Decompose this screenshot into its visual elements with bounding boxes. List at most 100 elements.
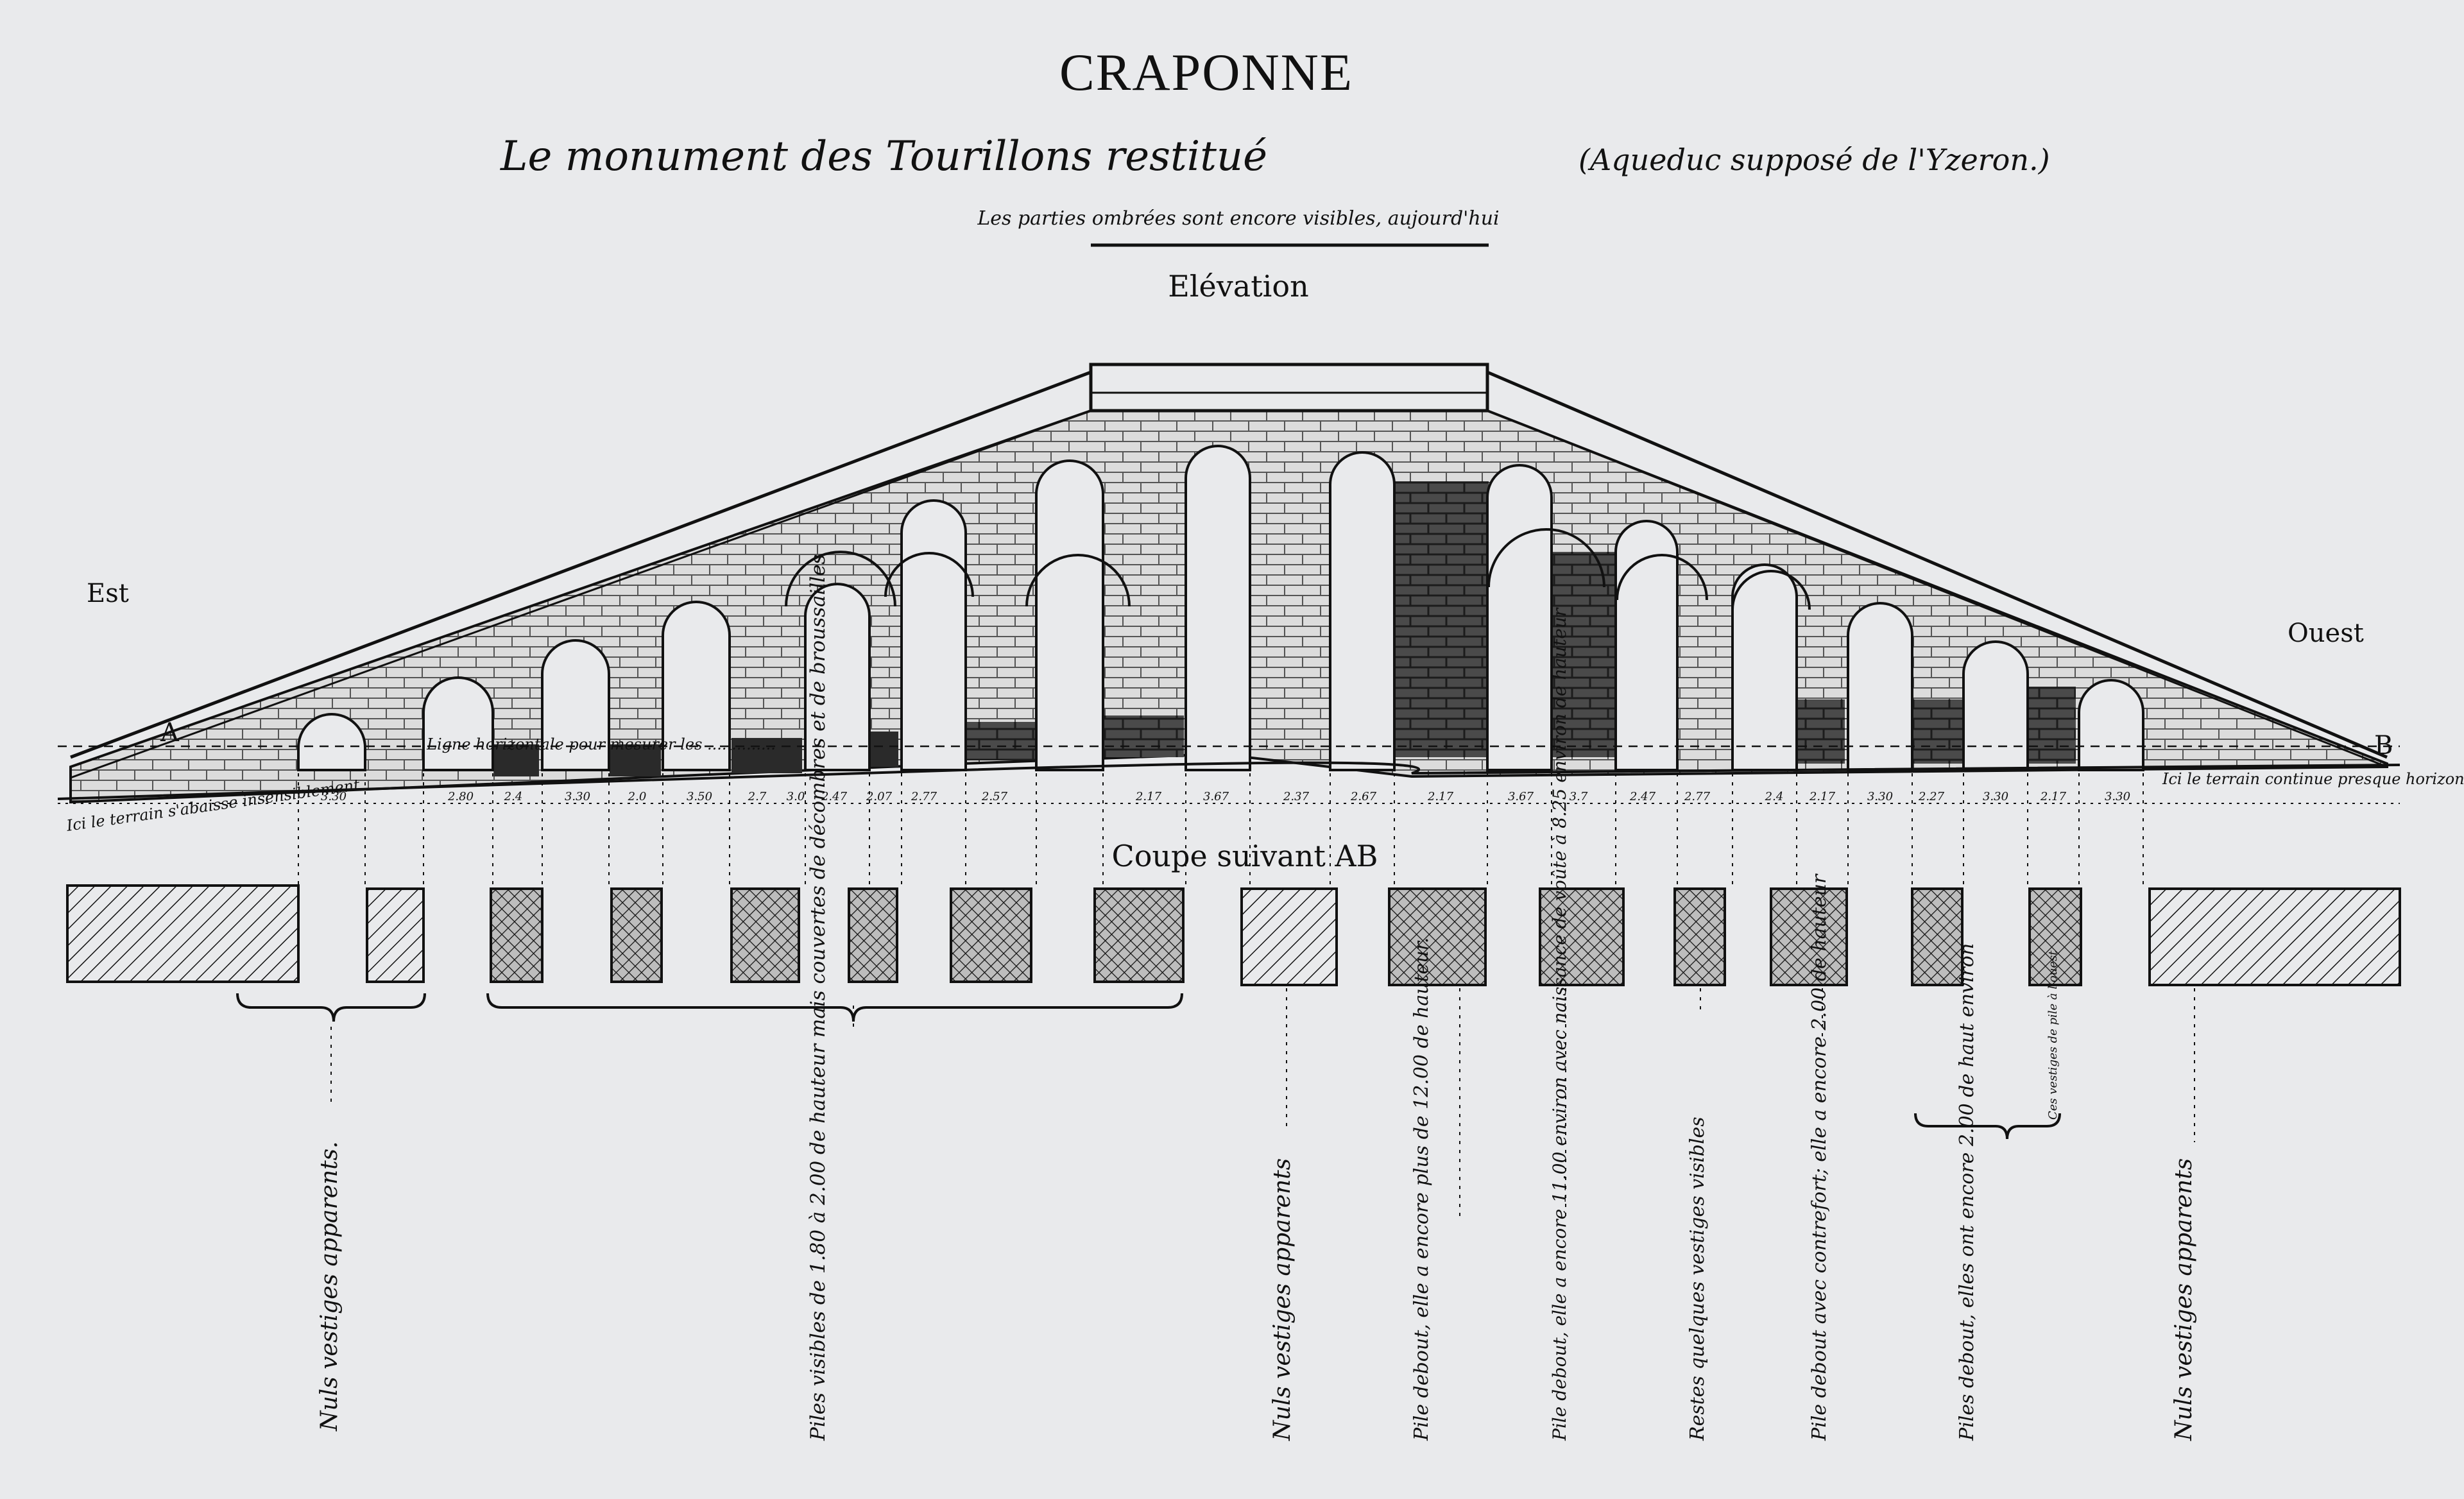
annotation-text: Nuls vestiges apparents (1269, 1158, 1296, 1441)
page-title: CRAPONNE (1059, 43, 1353, 101)
brace-middle (486, 993, 1183, 1022)
annotation-text: Piles debout, elles ont encore 2.00 de h… (1956, 943, 1978, 1441)
surviving-pier-shade (1543, 552, 1620, 757)
dimension-label: 2.17 (2040, 790, 2067, 803)
arch-openings (297, 445, 2144, 771)
dimension-label: 3.0 (787, 790, 805, 803)
dimension-label: 2.47 (821, 790, 848, 803)
ground-note-right: Ici le terrain continue presque horizont… (2162, 770, 2464, 788)
annotation-text: Pile debout, elle a encore 11.00 environ… (1549, 607, 1570, 1441)
dimension-label: 3.30 (1867, 790, 1893, 803)
arch-ring (1487, 528, 1605, 588)
dimension-labels: 3.30 2.80 2.4 3.30 2.0 3.50 2.7 3.0 2.47 2.07 2.77… (321, 790, 2130, 803)
section-pier (610, 887, 663, 983)
section-end-block (2148, 887, 2401, 986)
section-pier (1388, 887, 1487, 986)
annotation-text: Pile debout avec contrefort; elle a enco… (1808, 873, 1831, 1441)
east-label: Est (87, 579, 129, 608)
dimension-label: 3.67 (1508, 790, 1534, 803)
surviving-pier-shade (1392, 481, 1489, 757)
section-pier (2028, 887, 2082, 986)
arch-opening (1035, 459, 1104, 771)
dimension-label: 2.0 (628, 790, 647, 803)
arch-ring (1025, 554, 1131, 607)
shading-note: Les parties ombrées sont encore visibles… (977, 207, 1499, 230)
annotations: Nuls vestiges apparents. Piles visibles … (316, 554, 2197, 1441)
coping-line-left (70, 370, 1091, 759)
dimension-label: 2.17 (1809, 790, 1836, 803)
dimension-label: 3.50 (687, 790, 712, 803)
arch-opening (541, 639, 610, 771)
section-pier (1093, 887, 1185, 983)
arch-opening (1185, 445, 1251, 771)
dimension-label: 2.67 (1350, 790, 1377, 803)
horizontal-line-note: Ligne horizontale pour mesurer les .....… (426, 735, 776, 753)
arch-ring (1616, 554, 1708, 601)
surviving-base-shade (494, 744, 539, 776)
brace-left (236, 993, 426, 1022)
dimension-label: 2.7 (748, 790, 767, 803)
dimension-label: 3.30 (1983, 790, 2008, 803)
dimension-label: 2.80 (447, 790, 474, 803)
section-view: Coupe suivant AB (66, 773, 2401, 1219)
dimension-label: 3.30 (321, 790, 346, 803)
section-label: Coupe suivant AB (1112, 839, 1378, 873)
dimension-label: 2.07 (866, 790, 893, 803)
annotation-text: Restes quelques vestiges visibles (1686, 1117, 1709, 1441)
dimension-label: 2.47 (1629, 790, 1656, 803)
section-pier (1539, 887, 1625, 986)
arch-opening (2078, 679, 2144, 771)
section-pier (1240, 887, 1338, 986)
coping-inner-left (70, 409, 1091, 779)
annotation-text: Nuls vestiges apparents. (316, 1141, 343, 1432)
subtitle: Le monument des Tourillons restitué (500, 133, 1267, 180)
elevation-label: Elévation (1168, 269, 1308, 304)
surviving-base-shade (1097, 715, 1184, 757)
elevation-view: Est Ouest A B Ligne horizontale pour mes… (57, 363, 2464, 835)
arch-opening (900, 499, 967, 771)
ground-profile (57, 761, 2400, 800)
dimension-label: 2.17 (1135, 790, 1162, 803)
dimension-label: 3.30 (2105, 790, 2130, 803)
arch-opening (662, 601, 731, 771)
section-pier (1770, 887, 1848, 986)
arch-rings (785, 528, 1811, 610)
dimension-label: 2.37 (1283, 790, 1310, 803)
dimension-label: 2.77 (911, 790, 937, 803)
top-slab (1089, 363, 1489, 413)
arch-ring (1731, 570, 1811, 610)
section-pier (950, 887, 1032, 983)
arch-ring (884, 552, 974, 597)
dimension-label: 3.7 (1570, 790, 1588, 803)
arch-opening (422, 676, 494, 771)
annotation-text: Pile debout, elle a encore plus de 12.00… (1410, 938, 1433, 1441)
surviving-base-shade (2028, 687, 2076, 764)
section-pier (848, 887, 898, 983)
dimension-label: 2.77 (1684, 790, 1711, 803)
section-pier (366, 887, 425, 983)
arch-opening (1329, 451, 1396, 771)
point-a-label: A (160, 718, 180, 748)
annotation-text: Ces vestiges de pile à l'ouest (2046, 950, 2060, 1120)
arch-opening (1486, 464, 1553, 771)
dimension-label: 2.57 (981, 790, 1008, 803)
section-pier (730, 887, 800, 983)
coping-inner-right (1487, 409, 2388, 768)
section-end-block (66, 884, 300, 983)
arch-opening (804, 583, 871, 771)
annotation-text: Nuls vestiges apparents (2171, 1158, 2197, 1441)
coping-line-right (1487, 370, 2388, 759)
west-label: Ouest (2288, 619, 2364, 648)
leader-lines (298, 773, 2195, 1219)
annotation-text: Piles visibles de 1.80 à 2.00 de hauteur… (807, 554, 830, 1441)
brace-right (1914, 1113, 2061, 1140)
arch-opening (1731, 563, 1798, 771)
dimension-label: 2.4 (504, 790, 523, 803)
dimension-label: 2.27 (1918, 790, 1945, 803)
dimension-label: 3.30 (565, 790, 590, 803)
arch-opening (1962, 640, 2029, 771)
point-b-label: B (2374, 731, 2393, 760)
surviving-base-shade (732, 738, 802, 773)
